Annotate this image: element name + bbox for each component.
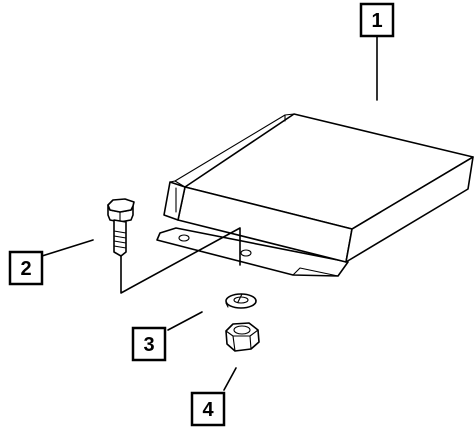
leader-line-3 [167, 311, 203, 331]
callout-3: 3 [131, 326, 167, 362]
lock-washer [225, 293, 257, 309]
control-module [156, 113, 474, 277]
callout-3-label: 3 [143, 334, 154, 356]
leader-line-4 [223, 367, 237, 391]
callout-4: 4 [190, 391, 226, 427]
callout-1: 1 [359, 2, 395, 38]
callout-4-label: 4 [202, 399, 214, 421]
bolt [107, 198, 135, 257]
callout-1-label: 1 [371, 10, 382, 32]
assembly-path-line [120, 227, 241, 294]
leader-line-2 [41, 239, 94, 257]
nut [225, 322, 260, 352]
callout-2: 2 [8, 250, 44, 286]
callout-2-label: 2 [20, 258, 31, 280]
